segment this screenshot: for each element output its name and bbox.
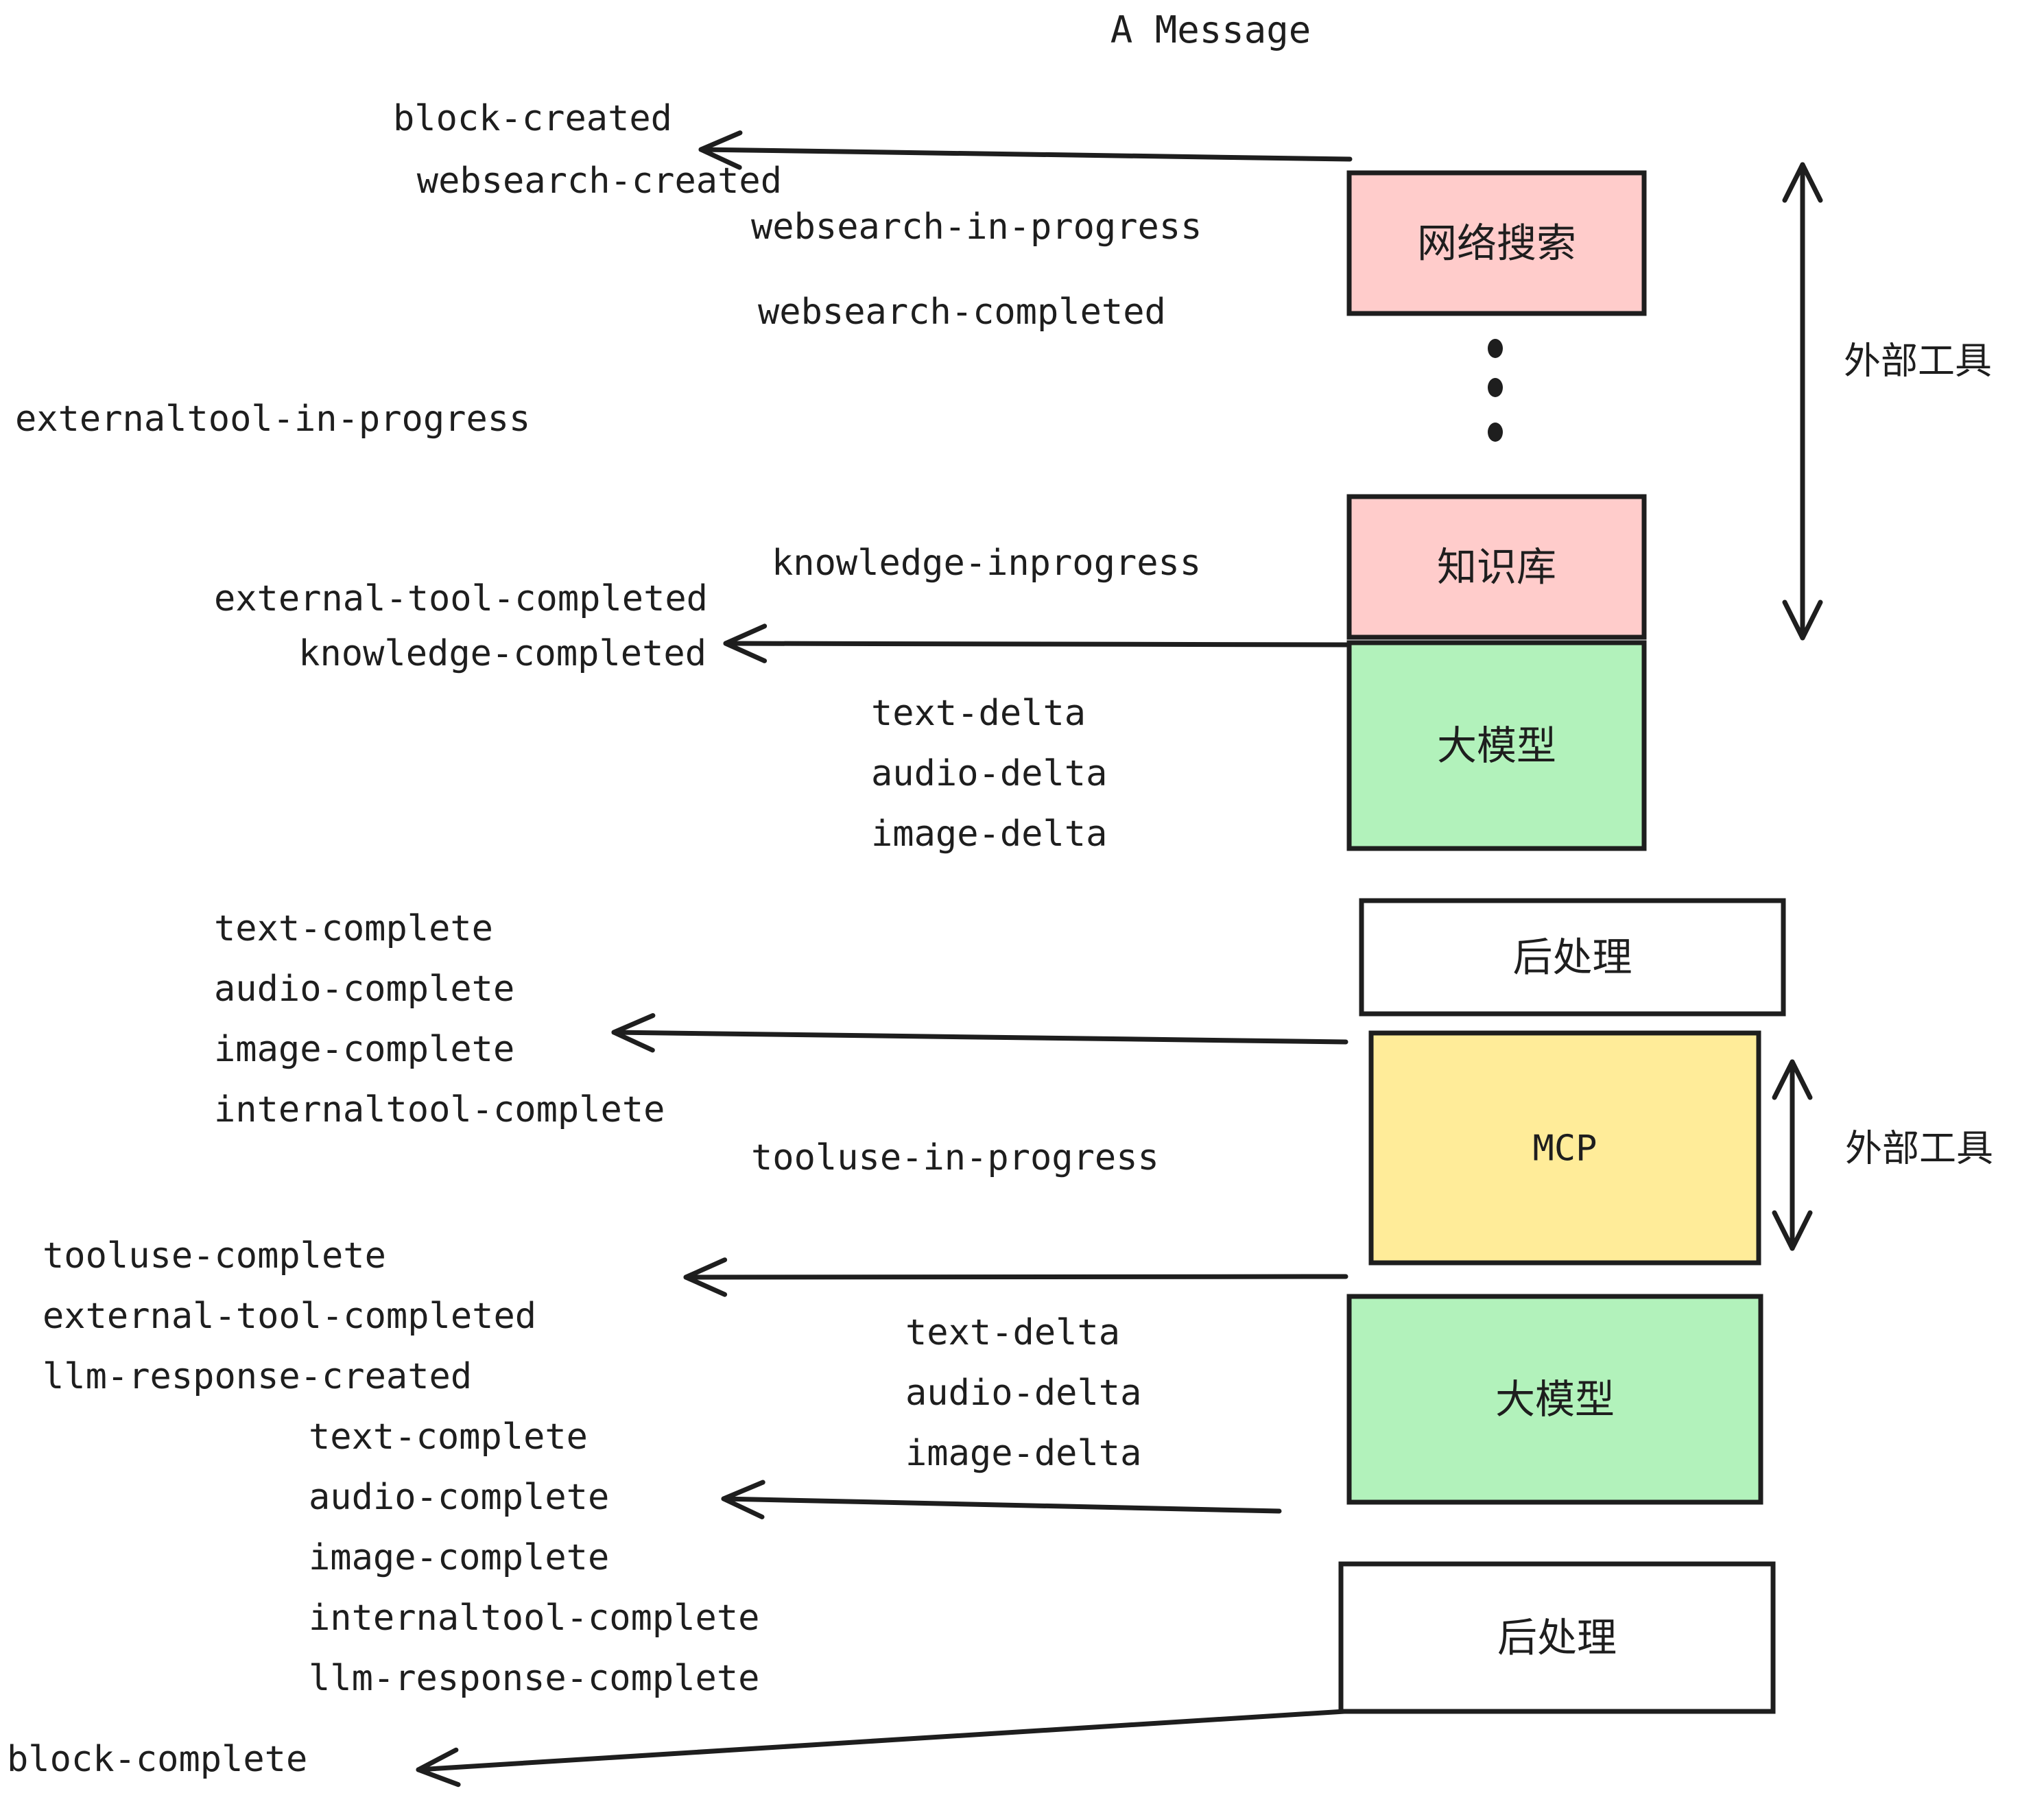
arrow-audio-complete-head bbox=[721, 1480, 765, 1519]
event-label-text-complete-2: text-complete bbox=[309, 1416, 588, 1458]
node-label-postprocess-1: 后处理 bbox=[1512, 934, 1632, 981]
node-box-knowledge bbox=[1346, 494, 1647, 640]
event-label-audio-delta-1: audio-delta bbox=[871, 753, 1107, 794]
external-tools-top-bracket-head-up bbox=[1782, 162, 1823, 203]
page-title: A Message bbox=[1110, 8, 1311, 51]
node-knowledge: 知识库 bbox=[1346, 494, 1647, 640]
external-tools-bottom-bracket-head-down bbox=[1772, 1210, 1813, 1251]
event-label-websearch-in-progress: websearch-in-progress bbox=[751, 206, 1202, 248]
node-websearch: 网络搜索 bbox=[1346, 170, 1647, 316]
arrow-block-complete-head bbox=[416, 1747, 461, 1788]
event-label-websearch-created: websearch-created bbox=[417, 161, 782, 202]
arrow-tooluse bbox=[683, 1257, 1348, 1297]
event-label-audio-delta-2: audio-delta bbox=[905, 1373, 1141, 1414]
side-label-external-tools-bottom: 外部工具 bbox=[1845, 1127, 1993, 1170]
arrow-block-created bbox=[698, 130, 1353, 170]
event-label-audio-complete-2: audio-complete bbox=[309, 1477, 609, 1518]
event-label-block-complete: block-complete bbox=[7, 1739, 307, 1780]
external-tools-top-bracket bbox=[1782, 162, 1823, 641]
event-label-external-tool-completed-1: external-tool-completed bbox=[214, 578, 708, 619]
arrow-image-complete-line bbox=[611, 1030, 1348, 1045]
node-box-websearch bbox=[1346, 170, 1647, 316]
external-tools-bottom-bracket bbox=[1772, 1059, 1813, 1251]
event-label-internaltool-complete-1: internaltool-complete bbox=[214, 1089, 665, 1130]
node-box-mcp bbox=[1368, 1030, 1761, 1266]
event-labels-group: block-createdwebsearch-createdwebsearch-… bbox=[7, 98, 1202, 1780]
node-llm-2: 大模型 bbox=[1346, 1294, 1763, 1505]
arrow-image-complete-head bbox=[611, 1013, 656, 1053]
node-label-llm-2: 大模型 bbox=[1495, 1376, 1615, 1423]
event-label-externaltool-in-progress: externaltool-in-progress bbox=[15, 399, 530, 440]
node-llm-1: 大模型 bbox=[1346, 640, 1647, 851]
event-label-knowledge-completed: knowledge-completed bbox=[298, 633, 706, 674]
side-bracket-arrows-group bbox=[1772, 162, 1823, 1251]
node-postprocess-1: 后处理 bbox=[1359, 898, 1786, 1017]
node-mcp: MCP bbox=[1368, 1030, 1761, 1266]
event-label-text-delta-2: text-delta bbox=[905, 1312, 1120, 1353]
event-label-tooluse-complete: tooluse-complete bbox=[43, 1235, 386, 1277]
event-arrows-group bbox=[416, 130, 1353, 1788]
event-label-image-complete-1: image-complete bbox=[214, 1029, 514, 1070]
arrow-knowledge-done bbox=[723, 624, 1351, 663]
arrow-tooluse-head bbox=[683, 1257, 728, 1297]
arrow-block-created-line bbox=[698, 147, 1353, 162]
event-label-audio-complete-1: audio-complete bbox=[214, 969, 514, 1010]
node-label-llm-1: 大模型 bbox=[1437, 722, 1556, 769]
arrow-block-created-head bbox=[698, 130, 743, 170]
event-label-block-created: block-created bbox=[393, 98, 672, 139]
node-postprocess-2: 后处理 bbox=[1338, 1561, 1776, 1714]
external-tools-top-bracket-head-down bbox=[1782, 600, 1823, 641]
arrow-image-complete bbox=[611, 1013, 1348, 1053]
event-label-knowledge-inprogress: knowledge-inprogress bbox=[772, 543, 1201, 584]
external-tools-bottom-bracket-head-up bbox=[1772, 1059, 1813, 1100]
ellipsis-dot-3 bbox=[1488, 423, 1503, 442]
event-label-internaltool-complete-2: internaltool-complete bbox=[309, 1598, 759, 1639]
arrow-block-complete bbox=[416, 1709, 1347, 1788]
arrow-audio-complete-line bbox=[721, 1496, 1282, 1514]
event-label-tooluse-in-progress: tooluse-in-progress bbox=[751, 1137, 1159, 1178]
event-label-llm-response-created: llm-response-created bbox=[43, 1356, 472, 1397]
event-label-image-delta-2: image-delta bbox=[905, 1433, 1141, 1474]
vertical-ellipsis bbox=[1488, 339, 1503, 442]
node-label-websearch: 网络搜索 bbox=[1417, 220, 1576, 267]
ellipsis-dot-2 bbox=[1488, 378, 1503, 397]
ellipsis-dot-1 bbox=[1488, 339, 1503, 358]
arrow-audio-complete bbox=[721, 1480, 1282, 1519]
event-label-image-delta-1: image-delta bbox=[871, 814, 1107, 855]
node-label-mcp: MCP bbox=[1533, 1128, 1597, 1170]
arrow-knowledge-done-line bbox=[723, 641, 1351, 648]
arrow-block-complete-line bbox=[416, 1709, 1347, 1772]
event-label-external-tool-completed-2: external-tool-completed bbox=[43, 1296, 536, 1337]
node-box-postprocess-2 bbox=[1338, 1561, 1776, 1714]
event-label-websearch-completed: websearch-completed bbox=[758, 292, 1166, 333]
node-box-llm-2 bbox=[1346, 1294, 1763, 1505]
node-box-llm-1 bbox=[1346, 640, 1647, 851]
event-label-text-complete-1: text-complete bbox=[214, 908, 493, 949]
event-label-text-delta-1: text-delta bbox=[871, 693, 1086, 734]
side-label-external-tools-top: 外部工具 bbox=[1844, 340, 1992, 383]
node-box-postprocess-1 bbox=[1359, 898, 1786, 1017]
node-label-postprocess-2: 后处理 bbox=[1497, 1615, 1617, 1661]
node-label-knowledge: 知识库 bbox=[1437, 544, 1556, 591]
event-label-llm-response-complete: llm-response-complete bbox=[309, 1658, 759, 1699]
arrow-knowledge-done-head bbox=[723, 624, 768, 663]
event-label-image-complete-2: image-complete bbox=[309, 1537, 609, 1578]
